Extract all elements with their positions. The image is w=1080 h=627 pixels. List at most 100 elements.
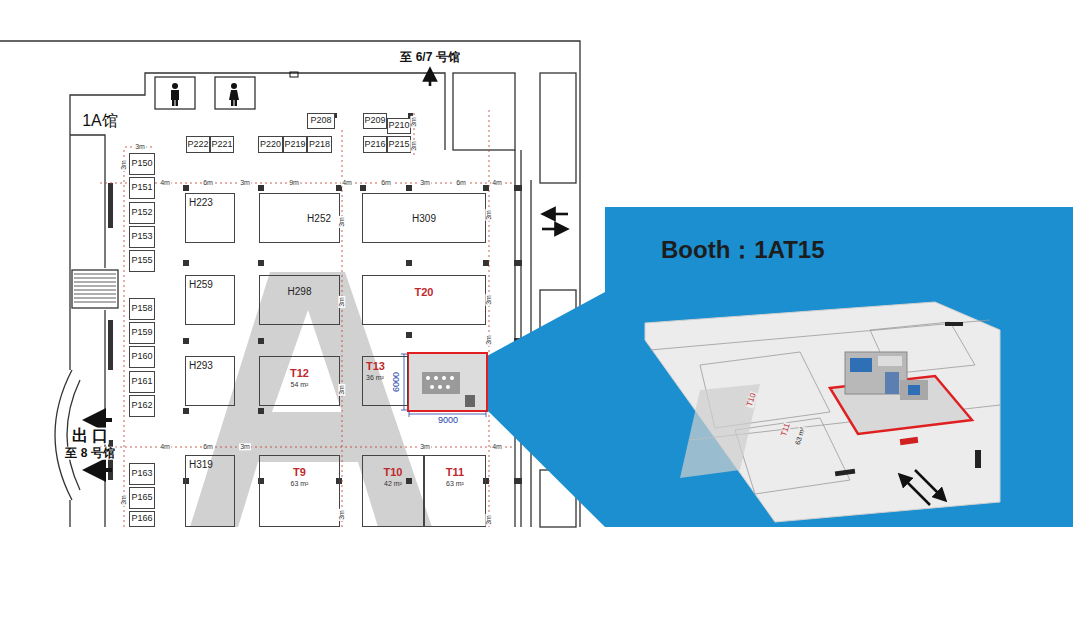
booth-box: P150 bbox=[129, 153, 155, 175]
booth-box: P208 bbox=[307, 113, 335, 129]
dimension-label: 6m bbox=[202, 443, 214, 450]
booth-number: P162 bbox=[131, 401, 152, 411]
booth-number: P163 bbox=[131, 469, 152, 479]
booth-box: T9 63 m² bbox=[259, 455, 340, 527]
booth-box: H298 bbox=[259, 275, 340, 325]
booth-number: P159 bbox=[131, 328, 152, 338]
dimension-label: 4m bbox=[491, 443, 503, 450]
booth-number: H259 bbox=[189, 279, 213, 290]
booth-box: P151 bbox=[129, 177, 155, 199]
booth-number: P151 bbox=[131, 183, 152, 193]
dimension-label: 4m bbox=[159, 443, 171, 450]
booth-number: P158 bbox=[131, 304, 152, 314]
booth-number: P209 bbox=[364, 116, 385, 126]
booth-box: P163 bbox=[129, 463, 155, 485]
booth-area: 63 m² bbox=[446, 480, 464, 488]
dimension-label: 3m bbox=[134, 143, 146, 150]
dimension-label: 3m bbox=[120, 159, 127, 171]
booth-number: P218 bbox=[309, 140, 330, 150]
dimension-label: 3m bbox=[485, 294, 492, 306]
booth-number: P155 bbox=[131, 256, 152, 266]
booth-area: 36 m² bbox=[366, 374, 384, 382]
booth-number: P216 bbox=[364, 140, 385, 150]
booth-box: H223 bbox=[185, 193, 235, 243]
dimension-label: 6m bbox=[202, 179, 214, 186]
dimension-label: 3m bbox=[485, 514, 492, 526]
booth-box: P153 bbox=[129, 226, 155, 248]
booth-box: P209 bbox=[363, 113, 387, 129]
booth-box: P221 bbox=[210, 136, 234, 153]
booth-number: T11 bbox=[446, 466, 464, 478]
booth-number: H298 bbox=[288, 286, 312, 297]
booth-number: H252 bbox=[307, 213, 331, 224]
booth-number: P153 bbox=[131, 232, 152, 242]
direction-label: 至 6/7 号馆 bbox=[399, 51, 460, 64]
booth-number: P219 bbox=[284, 140, 305, 150]
booth-area: 63 m² bbox=[291, 480, 309, 488]
dimension-label: 3m bbox=[338, 384, 345, 396]
direction-label: 至 8 号馆 bbox=[64, 447, 115, 460]
booth-box: P215 bbox=[387, 136, 411, 153]
booth-number: P150 bbox=[131, 159, 152, 169]
booth-box: P161 bbox=[129, 371, 155, 393]
dimension-label: 3m bbox=[120, 494, 127, 506]
booth-number: P161 bbox=[131, 377, 152, 387]
booth-number: P220 bbox=[260, 140, 281, 150]
dimension-label: 6m bbox=[380, 179, 392, 186]
booth-number: P152 bbox=[131, 208, 152, 218]
booth-callout-title: Booth：1AT15 bbox=[661, 237, 825, 263]
dimension-label: 4m bbox=[341, 179, 353, 186]
dimension-label: 3m bbox=[338, 216, 345, 228]
booth-box: P210 bbox=[387, 118, 411, 134]
booth-box: P218 bbox=[307, 136, 332, 153]
booth-number: H293 bbox=[189, 360, 213, 371]
dimension-label: 3m bbox=[410, 116, 417, 128]
hall-name: 1A馆 bbox=[81, 113, 119, 130]
dimension-label: 6000 bbox=[392, 371, 401, 393]
booth-box: P219 bbox=[283, 136, 307, 153]
booth-box: P155 bbox=[129, 250, 155, 272]
booth-box: T11 63 m² bbox=[424, 455, 486, 527]
booth-number: T12 bbox=[290, 367, 309, 379]
booth-box: H293 bbox=[185, 356, 235, 406]
booth-box: H319 bbox=[185, 455, 235, 527]
booth-box: P216 bbox=[363, 136, 387, 153]
dimension-label: 3m bbox=[419, 179, 431, 186]
booth-number: H223 bbox=[189, 197, 213, 208]
booth-rendering bbox=[605, 207, 1073, 527]
booth-number: T9 bbox=[293, 466, 306, 478]
booth-box: P166 bbox=[129, 511, 155, 527]
booth-number: P165 bbox=[131, 493, 152, 503]
booth-box: T12 54 m² bbox=[259, 356, 340, 406]
booth-box: T20 bbox=[362, 275, 486, 325]
booth-box: H252 bbox=[259, 193, 340, 243]
booth-box: P159 bbox=[129, 322, 155, 344]
dimension-label: 3m bbox=[338, 296, 345, 308]
dimension-label: 4m bbox=[159, 179, 171, 186]
booth-box: P220 bbox=[258, 136, 283, 153]
booth-area: 54 m² bbox=[291, 381, 309, 389]
dimension-label: 3m bbox=[239, 443, 251, 450]
booth-box: H259 bbox=[185, 275, 235, 325]
booth-number: T10 bbox=[384, 466, 403, 478]
dimension-label: 9m bbox=[288, 179, 300, 186]
dimension-label: 4m bbox=[491, 179, 503, 186]
exit-label: 出 口 bbox=[71, 428, 109, 445]
booth-number: H309 bbox=[412, 213, 436, 224]
dimension-label: 3m bbox=[485, 334, 492, 346]
booth-number: P166 bbox=[131, 514, 152, 524]
booth-box: H309 bbox=[362, 193, 486, 243]
booth-box: P152 bbox=[129, 202, 155, 224]
dimension-label: 3m bbox=[485, 209, 492, 221]
booth-number: P215 bbox=[388, 140, 409, 150]
booth-number: P160 bbox=[131, 352, 152, 362]
dimension-label: 3m bbox=[410, 140, 417, 152]
dimension-label: 3m bbox=[419, 443, 431, 450]
booth-box: T1042 m² bbox=[362, 455, 424, 527]
booth-box: P160 bbox=[129, 346, 155, 368]
dimension-label: 9000 bbox=[437, 416, 459, 425]
booth-number: T13 bbox=[366, 360, 385, 372]
booth-box: P222 bbox=[186, 136, 210, 153]
booth-number: P221 bbox=[211, 140, 232, 150]
booth-number: P210 bbox=[388, 121, 409, 131]
